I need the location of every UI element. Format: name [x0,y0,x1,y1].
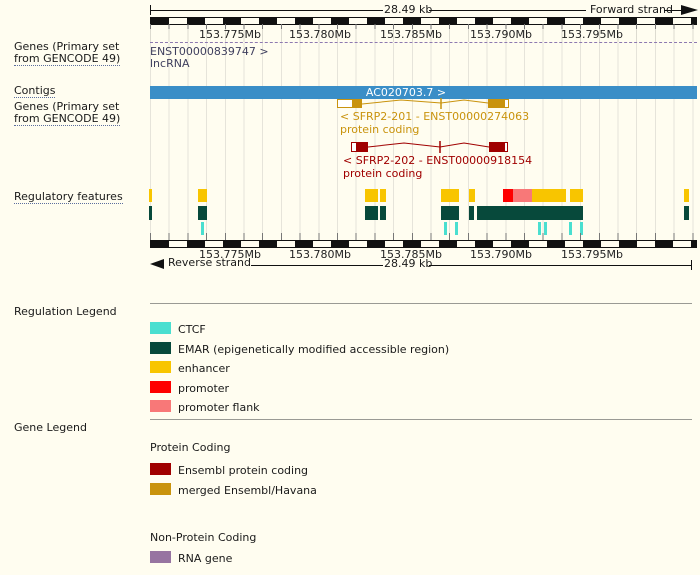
regulatory-feature-emar[interactable] [149,206,152,220]
coordinate-tick-label: 153.775Mb [199,28,261,41]
gene-legend-title: Gene Legend [14,421,87,434]
legend-swatch-ctcf [150,322,171,334]
contig-bar[interactable]: AC020703.7 > [150,86,697,99]
legend-swatch-emar [150,342,171,354]
track-label-regulatory-features[interactable]: Regulatory features [14,190,123,204]
coordinate-tick-label: 153.785Mb [380,248,442,261]
regulatory-feature-enhancer[interactable] [365,189,378,202]
legend-label: CTCF [178,323,206,336]
regulatory-feature-ctcf[interactable] [444,222,447,235]
bottom-ruler-end-tick [691,260,692,270]
reverse-strand-label: Reverse strand [168,256,251,269]
legend-label: enhancer [178,362,230,375]
regulatory-feature-ctcf[interactable] [538,222,541,235]
ruler-start-tick [150,5,151,15]
coordinate-tick-label: 153.785Mb [380,28,442,41]
transcript-exon-sfrp2-202[interactable] [489,142,505,152]
regulatory-feature-enhancer[interactable] [469,189,475,202]
coordinate-tick-label: 153.775Mb [199,248,261,261]
legend-swatch-promoter-flank [150,400,171,412]
legend-swatch-enhancer [150,361,171,373]
bottom-scale-width-label: 28.49 kb [384,257,433,270]
bottom-minor-ticks [150,233,697,240]
regulation-legend-title: Regulation Legend [14,305,117,318]
regulatory-feature-emar[interactable] [365,206,378,220]
track-label-contigs[interactable]: Contigs [14,84,56,98]
transcript-exon-sfrp2-201[interactable] [488,99,505,108]
transcript-label-sfrp2-202[interactable]: < SFRP2-202 - ENST00000918154 [343,154,533,167]
regulatory-feature-ctcf[interactable] [455,222,458,235]
bottom-ruler-line-left [251,265,383,266]
regulatory-feature-promoter[interactable] [503,189,513,202]
track-label-genes-bottom[interactable]: Genes (Primary set from GENCODE 49) [14,100,121,126]
transcript-intron-sfrp2-201[interactable] [361,99,489,105]
gene-legend-heading: Non-Protein Coding [150,531,257,544]
coordinate-tick-label: 153.780Mb [289,28,351,41]
legend-label: promoter flank [178,401,260,414]
track-label-genes-top[interactable]: Genes (Primary set from GENCODE 49) [14,40,121,66]
regulatory-feature-emar[interactable] [441,206,459,220]
regulatory-feature-emar[interactable] [469,206,474,220]
legend-swatch-rna-gene [150,551,171,563]
legend-swatch-merged [150,483,171,495]
lncrna-gene-label[interactable]: ENST00000839747 > lncRNA [150,45,269,70]
coordinate-tick-label: 153.780Mb [289,248,351,261]
regulatory-feature-enhancer[interactable] [380,189,386,202]
regulatory-feature-emar[interactable] [477,206,583,220]
regulatory-feature-emar[interactable] [684,206,689,220]
contig-name-label: AC020703.7 > [365,86,447,99]
regulatory-feature-enhancer[interactable] [684,189,689,202]
forward-strand-label: Forward strand [590,3,673,16]
reverse-strand-arrow-icon [150,259,164,269]
coordinate-tick-label: 153.790Mb [470,28,532,41]
regulatory-feature-enhancer[interactable] [441,189,459,202]
legend-swatch-promoter [150,381,171,393]
regulatory-feature-ctcf[interactable] [569,222,572,235]
regulation-legend-separator [150,303,692,304]
regulatory-feature-enhancer[interactable] [570,189,583,202]
forward-strand-arrow-icon [681,5,698,15]
regulatory-feature-ctcf[interactable] [201,222,204,235]
coordinate-tick-label: 153.795Mb [561,28,623,41]
forward-arrow-line [664,10,682,11]
regulatory-feature-enhancer[interactable] [198,189,207,202]
legend-swatch-protein-coding [150,463,171,475]
lncrna-gene-extent-dashed-line[interactable] [150,42,697,43]
legend-label: promoter [178,382,230,395]
regulatory-feature-enhancer[interactable] [532,189,566,202]
scale-width-label: 28.49 kb [384,3,433,16]
transcript-exon-sfrp2-202[interactable] [356,142,368,152]
legend-label: merged Ensembl/Havana [178,484,317,497]
transcript-label-sfrp2-201[interactable]: < SFRP2-201 - ENST00000274063 [340,110,530,123]
transcript-exon-sfrp2-201[interactable] [352,99,362,108]
bottom-scale-bar [150,240,697,248]
coordinate-tick-label: 153.790Mb [470,248,532,261]
legend-label: RNA gene [178,552,233,565]
transcript-biotype-sfrp2-201: protein coding [340,123,420,136]
transcript-biotype-sfrp2-202: protein coding [343,167,423,180]
bottom-ruler-line-right [429,265,691,266]
gene-legend-heading: Protein Coding [150,441,231,454]
regulatory-feature-ctcf[interactable] [580,222,583,235]
regulatory-feature-ctcf[interactable] [544,222,547,235]
ruler-line-right [429,10,586,11]
legend-label: EMAR (epigenetically modified accessible… [178,343,450,356]
transcript-exon-sfrp2-201-utr[interactable] [504,99,509,108]
ruler-line-left [151,10,383,11]
gene-legend-separator [150,419,692,420]
legend-label: Ensembl protein coding [178,464,309,477]
top-minor-ticks [150,24,697,29]
transcript-intron-sfrp2-202[interactable] [367,142,490,148]
regulatory-feature-promoter-flank[interactable] [513,189,532,202]
regulatory-feature-emar[interactable] [380,206,386,220]
transcript-exon-sfrp2-202-utr[interactable] [504,142,508,152]
regulatory-feature-enhancer[interactable] [149,189,152,202]
track-gridlines [150,43,697,240]
regulatory-feature-emar[interactable] [198,206,207,220]
coordinate-tick-label: 153.795Mb [561,248,623,261]
